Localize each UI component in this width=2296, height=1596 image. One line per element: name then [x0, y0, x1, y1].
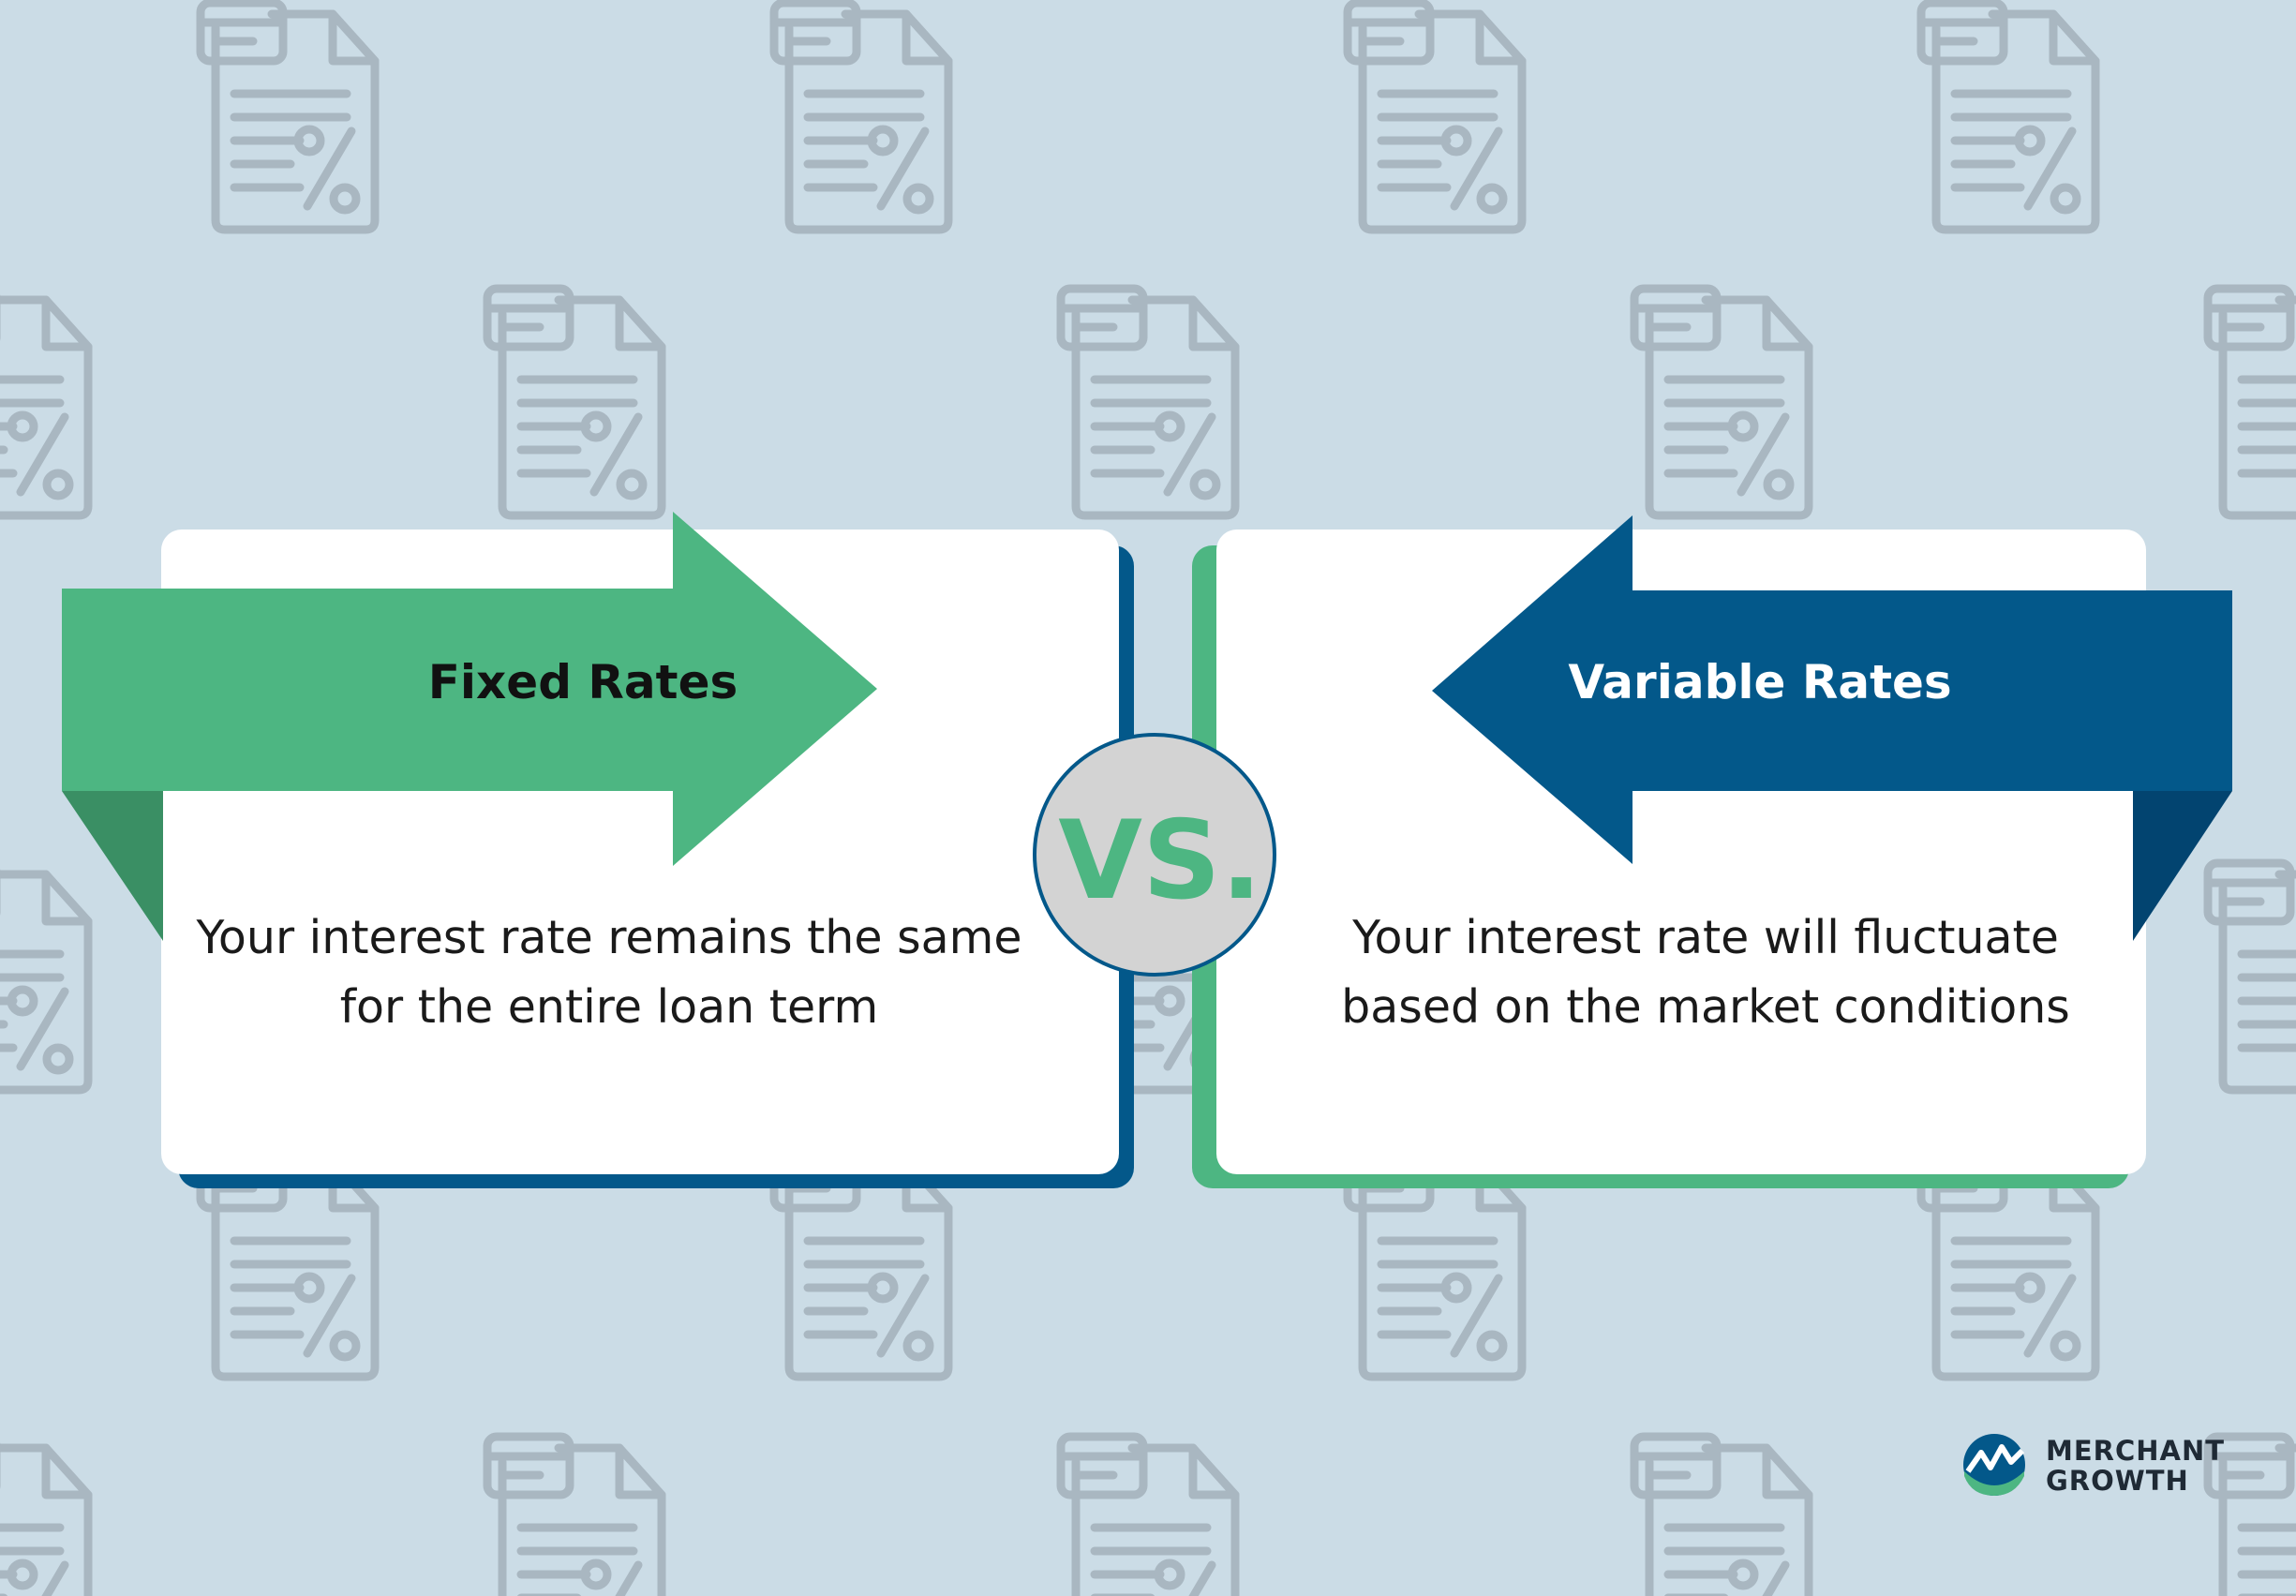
fixed-ribbon-fold [62, 791, 163, 941]
document-percent-icon [774, 3, 948, 230]
document-percent-icon [2208, 863, 2296, 1090]
variable-ribbon-fold [2133, 791, 2232, 941]
brand-line-2: GROWTH [2046, 1465, 2189, 1497]
versus-circle [1033, 733, 1276, 977]
variable-rates-card: Variable Rates [1192, 515, 2232, 1188]
fixed-arrow-banner [62, 512, 877, 866]
versus-label-outline: VS. [1052, 794, 1256, 920]
merchant-growth-logo [1963, 1434, 2025, 1496]
versus-label-shadow: VS. [1058, 798, 1261, 924]
logo-green-base [1964, 1471, 2024, 1496]
document-percent-icon [2208, 289, 2296, 515]
document-percent-icon [0, 863, 88, 1090]
document-percent-icon [1634, 289, 1809, 515]
brand-line-1: MERCHANT [2046, 1435, 2226, 1467]
document-percent-icon [0, 1437, 88, 1596]
document-percent-icon [1061, 289, 1235, 515]
brand-wordmark: MERCHANT GROWTH [2046, 1436, 2225, 1496]
document-percent-icon [201, 3, 375, 230]
document-percent-icon [487, 1437, 662, 1596]
versus-badge: VS. VS. [1033, 733, 1276, 977]
fixed-rates-card: Fixed Rates [62, 512, 1134, 1188]
document-percent-icon [487, 289, 662, 515]
document-percent-icon [1061, 1437, 1235, 1596]
document-percent-icon [1634, 1437, 1809, 1596]
logo-growth-line [1965, 1444, 2025, 1473]
variable-rates-title: Variable Rates [1568, 655, 1951, 709]
variable-arrow-banner [1432, 515, 2232, 864]
document-percent-icon [1348, 3, 1522, 230]
document-percent-icon [0, 289, 88, 515]
fixed-rates-title: Fixed Rates [428, 655, 738, 709]
fixed-rates-description: Your interest rate remains the same for … [196, 911, 1022, 1034]
document-percent-icon [1921, 3, 2095, 230]
variable-rates-description: Your interest rate will fluctuate based … [1341, 911, 2070, 1034]
